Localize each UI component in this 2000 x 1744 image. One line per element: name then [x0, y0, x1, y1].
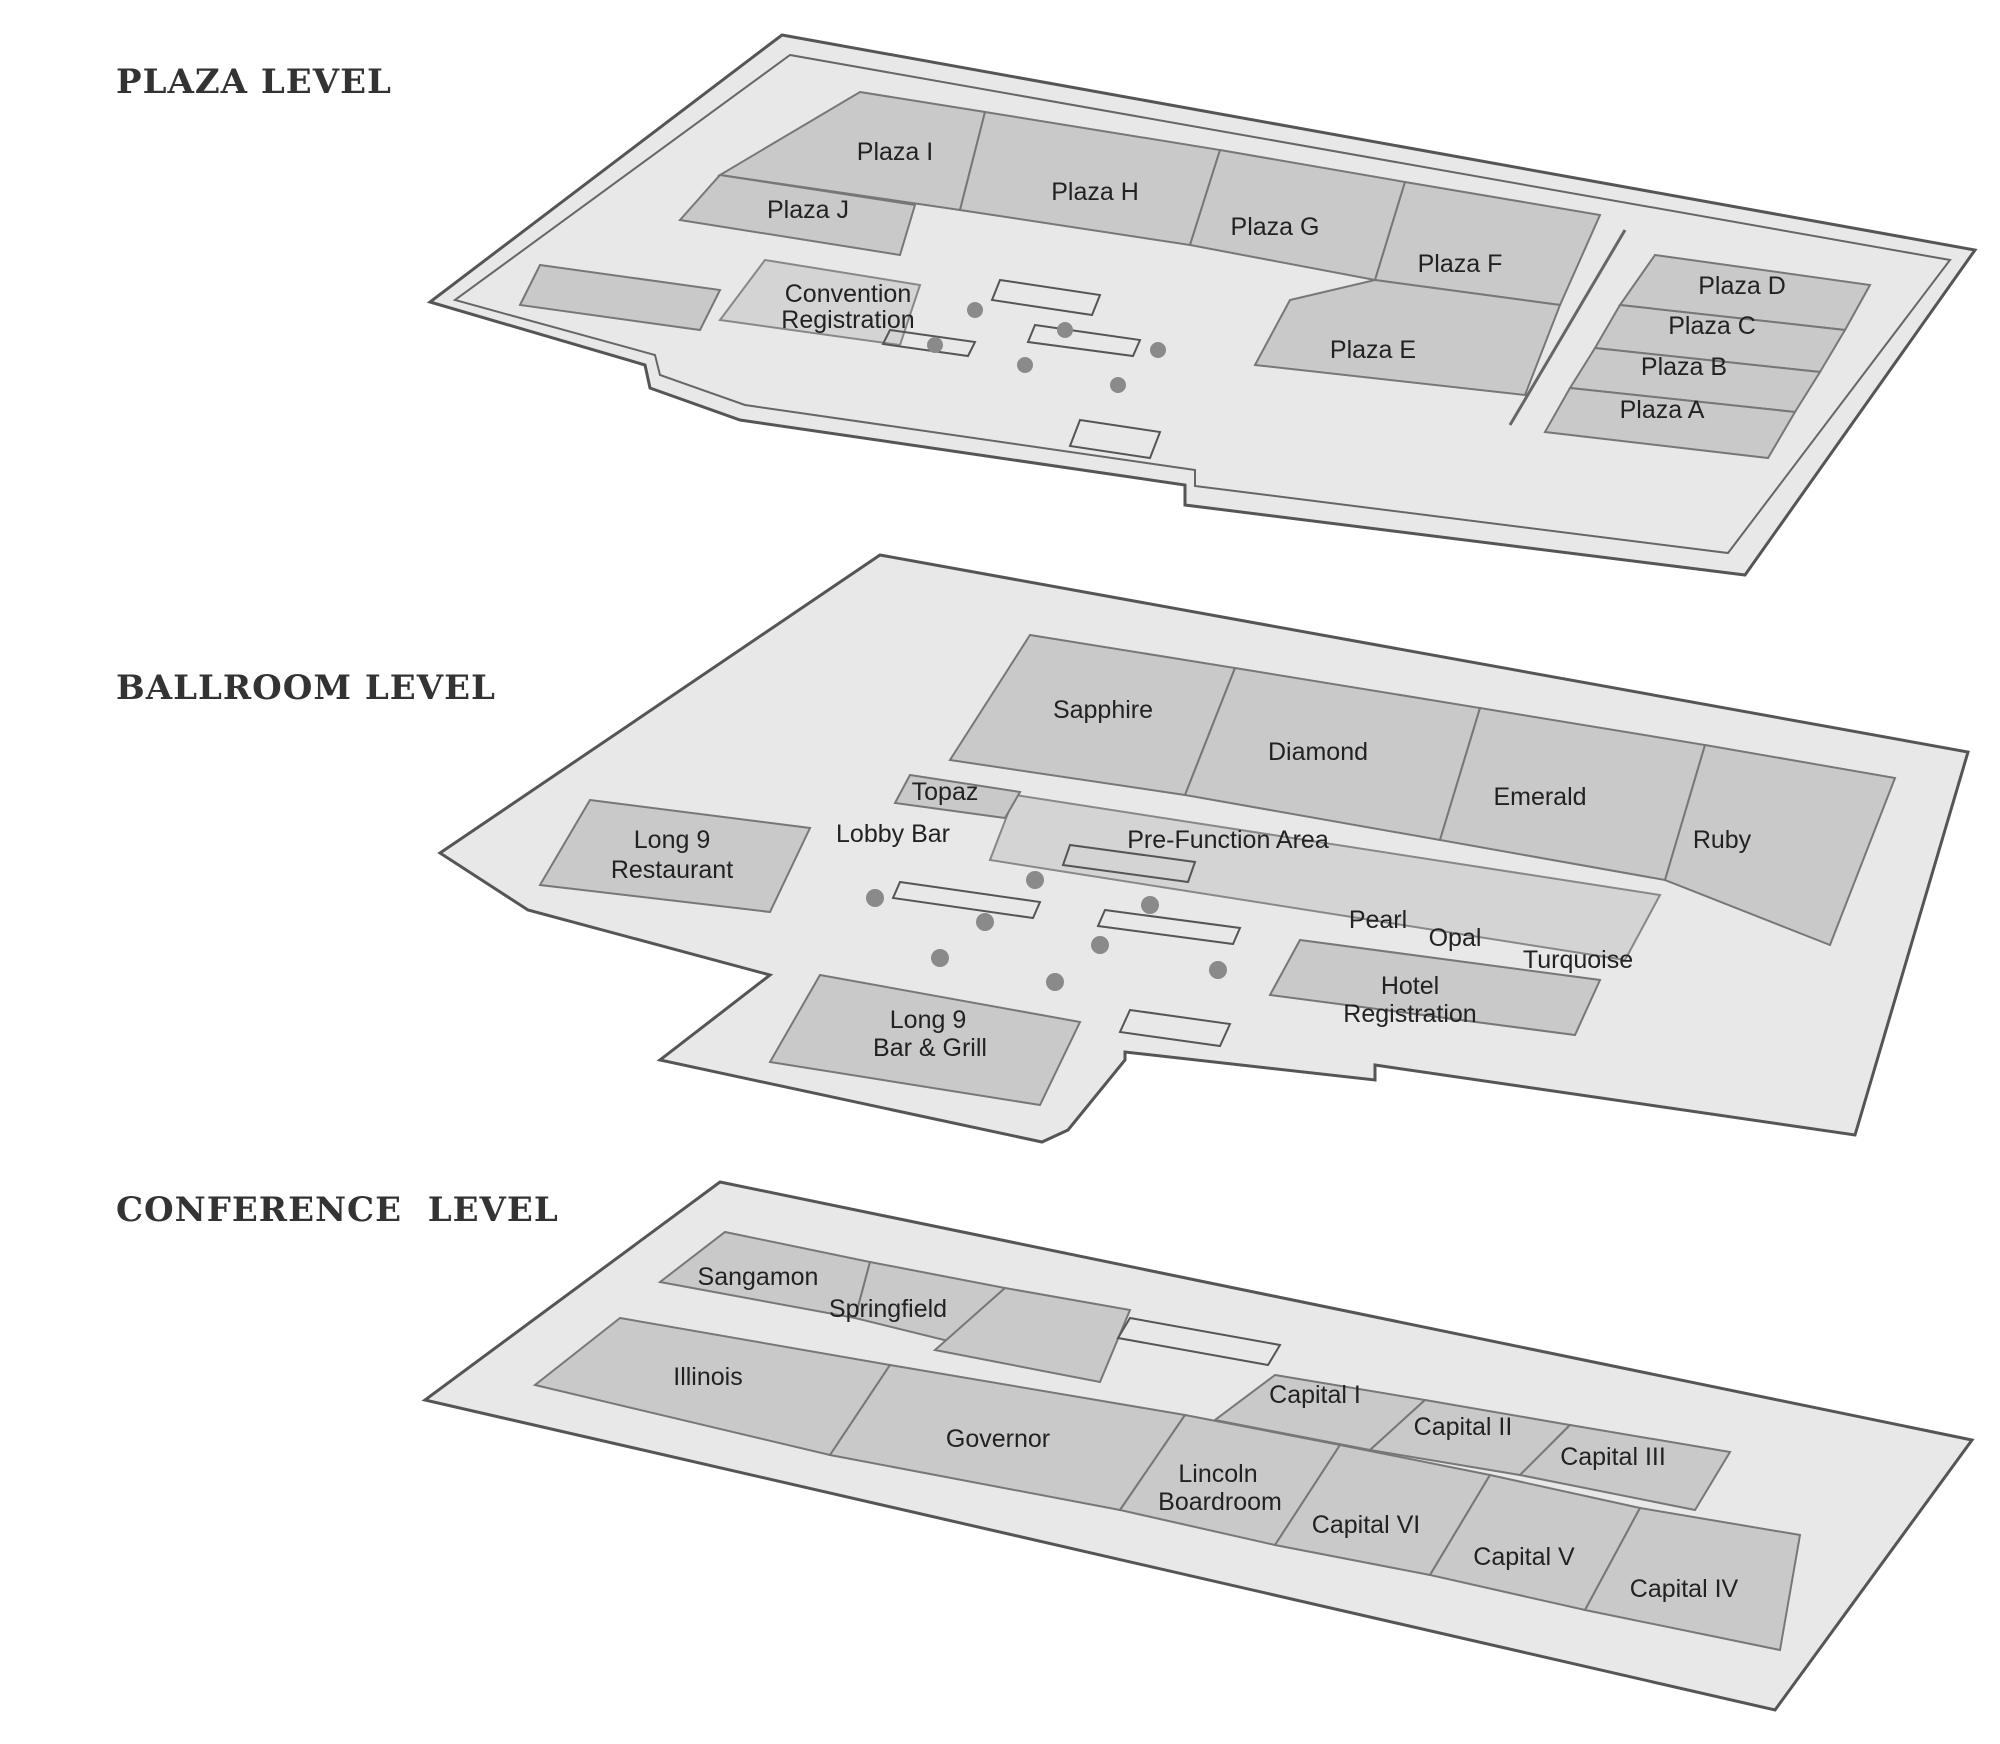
label-plaza-i: Plaza I — [857, 138, 933, 166]
plaza-level-plan — [426, 33, 1978, 577]
plaza-floor-inner-wall — [452, 53, 1952, 555]
conference-level-title: CONFERENCE LEVEL — [116, 1190, 559, 1230]
label-pearl: Pearl — [1349, 906, 1407, 934]
conference-restrooms — [932, 1286, 1132, 1384]
label-plaza-g: Plaza G — [1231, 213, 1320, 241]
label-plaza-b: Plaza B — [1641, 353, 1727, 381]
label-turquoise: Turquoise — [1523, 946, 1633, 974]
label-topaz: Topaz — [912, 778, 979, 806]
label-diamond: Diamond — [1268, 738, 1368, 766]
label-plaza-e: Plaza E — [1330, 336, 1416, 364]
label-convention-registration-1: Convention — [785, 280, 911, 308]
label-lincoln-boardroom-1: Lincoln — [1178, 1460, 1257, 1488]
room-long-9-restaurant[interactable] — [538, 798, 812, 914]
ballroom-level-plan — [437, 553, 1970, 1144]
label-capital-iv: Capital IV — [1630, 1575, 1739, 1603]
conference-stairs — [1116, 1316, 1282, 1367]
label-pre-function-area: Pre-Function Area — [1127, 826, 1329, 854]
label-long-9-restaurant-1: Long 9 — [634, 826, 710, 854]
label-plaza-h: Plaza H — [1051, 178, 1139, 206]
ballroom-columns — [866, 871, 1227, 991]
room-convention-registration[interactable] — [718, 258, 922, 347]
room-plaza-a[interactable] — [1543, 386, 1797, 460]
plaza-wall — [1508, 229, 1627, 426]
label-capital-i: Capital I — [1269, 1381, 1361, 1409]
label-capital-v: Capital V — [1473, 1543, 1575, 1571]
label-ruby: Ruby — [1693, 826, 1752, 854]
label-lincoln-boardroom-2: Boardroom — [1158, 1488, 1282, 1516]
room-topaz[interactable] — [893, 773, 1022, 820]
label-long-9-bar-grill-1: Long 9 — [890, 1006, 966, 1034]
label-capital-ii: Capital II — [1414, 1413, 1513, 1441]
label-plaza-j: Plaza J — [767, 196, 849, 224]
label-emerald: Emerald — [1493, 783, 1586, 811]
label-lobby-bar: Lobby Bar — [836, 820, 950, 848]
room-hotel-registration[interactable] — [1268, 938, 1602, 1037]
room-ruby[interactable] — [1663, 743, 1897, 947]
room-capital-iv[interactable] — [1583, 1506, 1802, 1652]
label-illinois: Illinois — [673, 1363, 742, 1391]
plaza-level-title: PLAZA LEVEL — [116, 62, 392, 102]
label-plaza-a: Plaza A — [1620, 396, 1705, 424]
label-convention-registration-2: Registration — [781, 306, 914, 334]
conference-level-plan — [421, 1180, 1975, 1712]
label-long-9-bar-grill-2: Bar & Grill — [873, 1034, 987, 1062]
ballroom-level-title: BALLROOM LEVEL — [116, 668, 496, 708]
plaza-columns — [927, 302, 1166, 393]
room-capital-iii[interactable] — [1517, 1423, 1732, 1512]
label-hotel-registration-1: Hotel — [1381, 972, 1439, 1000]
room-plaza-j[interactable] — [678, 173, 917, 257]
label-sangamon: Sangamon — [698, 1263, 819, 1291]
label-plaza-f: Plaza F — [1418, 250, 1503, 278]
label-opal: Opal — [1429, 924, 1482, 952]
label-long-9-restaurant-2: Restaurant — [611, 856, 733, 884]
label-plaza-d: Plaza D — [1698, 272, 1786, 300]
label-sapphire: Sapphire — [1053, 696, 1153, 724]
label-capital-vi: Capital VI — [1312, 1511, 1420, 1539]
plaza-stairs — [881, 278, 1162, 460]
label-capital-iii: Capital III — [1560, 1443, 1666, 1471]
pre-function-area[interactable] — [988, 793, 1662, 962]
room-long-9-bar-grill[interactable] — [768, 973, 1082, 1107]
label-governor: Governor — [946, 1425, 1050, 1453]
label-springfield: Springfield — [829, 1295, 947, 1323]
room-plaza-e[interactable] — [1253, 278, 1562, 397]
ballroom-stairs — [891, 843, 1242, 1048]
label-hotel-registration-2: Registration — [1343, 1000, 1476, 1028]
plaza-service-room — [518, 263, 722, 332]
label-plaza-c: Plaza C — [1668, 312, 1756, 340]
